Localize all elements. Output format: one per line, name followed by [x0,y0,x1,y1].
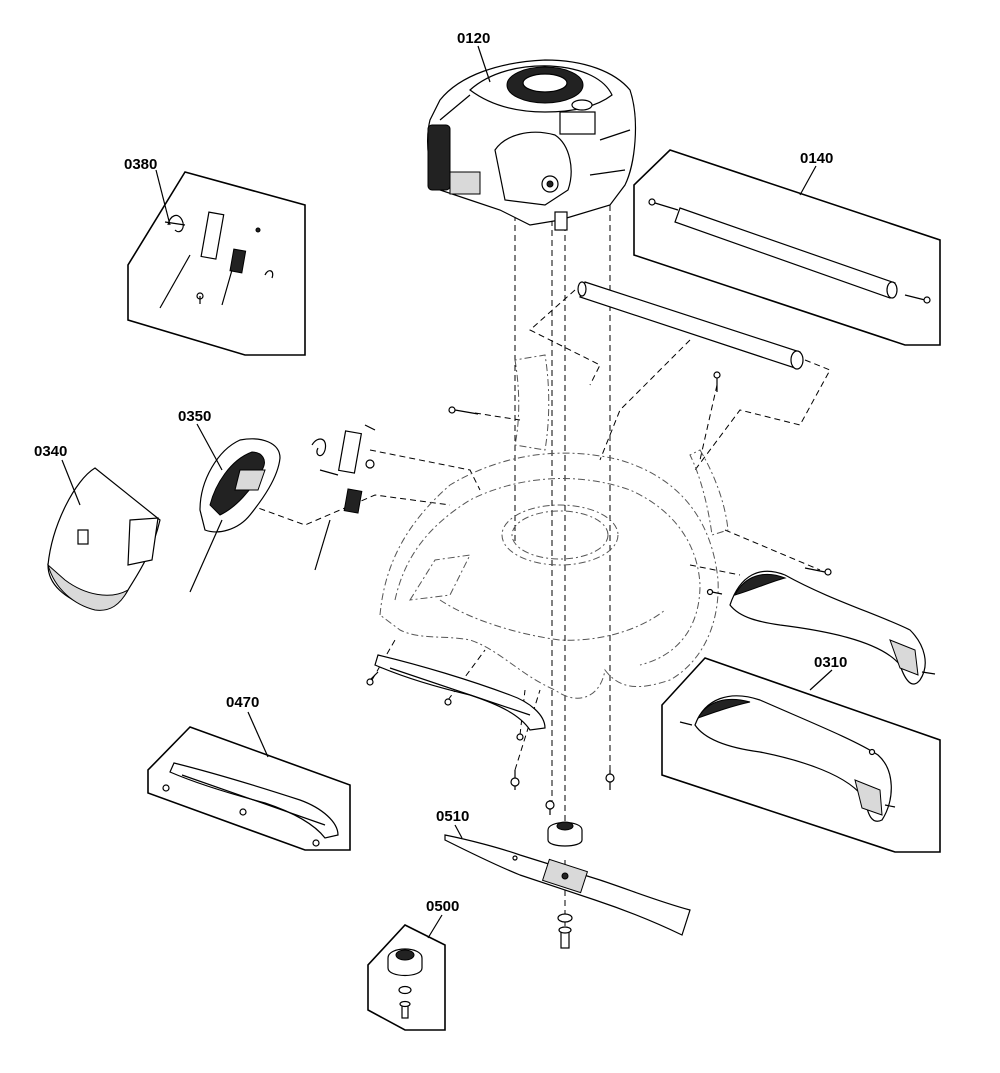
callout-blade: 0510 [436,808,470,825]
callout-blade-adapter: 0500 [426,898,460,915]
callout-rear-flap: 0340 [34,443,68,460]
deck-bolts [448,371,832,596]
callout-axle-kit: 0140 [800,150,834,167]
handle-bracket-parts [311,424,376,571]
axle-rod [577,281,804,370]
blade [444,821,691,949]
callout-cable-kit: 0380 [124,156,158,173]
cable-kit-box [127,171,306,356]
axle-kit-box [633,149,941,346]
side-discharge-separate [729,570,936,685]
front-bumper-mounted [366,654,615,815]
rear-flap [47,467,161,611]
blade-adapter-box [367,924,446,1031]
leader-lines [61,45,833,939]
callout-side-discharge: 0310 [814,654,848,671]
callout-front-bumper: 0470 [226,694,260,711]
engine [427,59,637,231]
handle-cover [189,438,281,593]
side-discharge-box [661,657,941,853]
mower-deck [379,354,729,699]
callout-engine: 0120 [457,30,491,47]
callout-handle-cover: 0350 [178,408,212,425]
front-bumper-box [147,726,351,851]
